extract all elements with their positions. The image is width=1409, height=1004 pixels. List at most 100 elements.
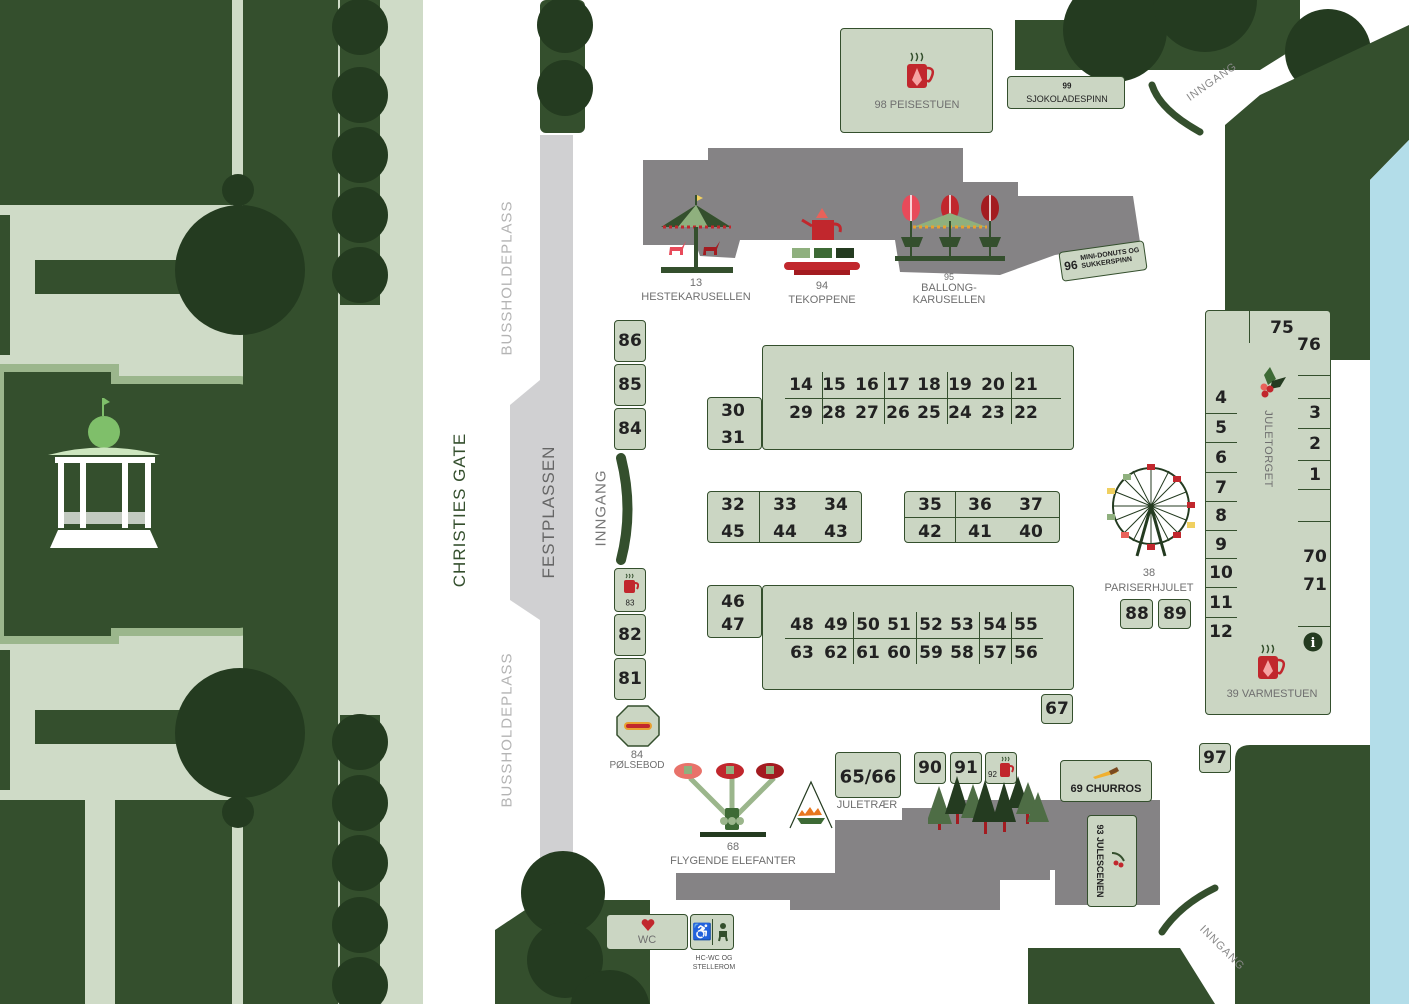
stall-81[interactable]: 81 bbox=[614, 658, 646, 700]
stall-number: 41 bbox=[968, 522, 992, 542]
stall-number: 50 bbox=[856, 615, 880, 635]
stall-number: 12 bbox=[1209, 622, 1233, 642]
stall-30-31[interactable]: 30 31 bbox=[707, 397, 762, 450]
ferris-wheel-icon bbox=[1107, 464, 1195, 557]
stall-number: 51 bbox=[887, 615, 911, 635]
stall-82[interactable]: 82 bbox=[614, 614, 646, 656]
stall-number: 85 bbox=[618, 375, 642, 395]
pariserhjulet-number: 38 bbox=[1142, 567, 1156, 579]
minidonuts-number: 96 bbox=[1063, 257, 1079, 274]
peisestuen[interactable]: 98 PEISESTUEN bbox=[840, 28, 993, 133]
stall-number: 24 bbox=[948, 403, 972, 423]
juletraer-stall-65-66[interactable]: 65/66 bbox=[835, 752, 901, 798]
street-christies-gate: CHRISTIES GATE bbox=[450, 432, 469, 588]
stall-number: 7 bbox=[1215, 478, 1227, 498]
stall-number: 91 bbox=[954, 758, 978, 778]
hot-cup-icon bbox=[1000, 756, 1015, 777]
stall-number: 9 bbox=[1215, 535, 1227, 555]
holly-icon bbox=[1111, 852, 1125, 868]
stall-number: 40 bbox=[1019, 522, 1043, 542]
stall-block-35-42[interactable]: 35 36 37 42 41 40 bbox=[904, 491, 1060, 543]
wc-label: WC bbox=[637, 934, 657, 946]
churros[interactable]: 69 CHURROS bbox=[1060, 760, 1152, 802]
juletorget-label: JULETORGET bbox=[1262, 410, 1274, 488]
stall-number: 35 bbox=[918, 495, 942, 515]
park-trees bbox=[175, 0, 388, 1004]
stall-86[interactable]: 86 bbox=[614, 320, 646, 362]
entrance-arch-se bbox=[1158, 884, 1219, 936]
stall-number: 44 bbox=[773, 522, 797, 542]
stall-92[interactable]: 92 bbox=[985, 752, 1017, 784]
stall-number: 25 bbox=[917, 403, 941, 423]
stall-89[interactable]: 89 bbox=[1158, 599, 1191, 629]
stall-90[interactable]: 90 bbox=[914, 752, 946, 784]
stall-number: 49 bbox=[824, 615, 848, 635]
hestekarusellen-name: HESTEKARUSELLEN bbox=[641, 291, 751, 303]
julescenen[interactable]: 93 JULESCENEN bbox=[1087, 815, 1137, 907]
stall-number: 32 bbox=[721, 495, 745, 515]
julescenen-label: 93 JULESCENEN bbox=[1095, 824, 1105, 898]
stall-46-47[interactable]: 46 47 bbox=[707, 585, 762, 638]
stall-number: 60 bbox=[887, 643, 911, 663]
stall-block-32-45[interactable]: 32 33 34 45 44 43 bbox=[707, 491, 862, 543]
entrance-west-label: INNGANG bbox=[592, 469, 610, 547]
stall-number: 71 bbox=[1303, 575, 1327, 595]
holly-icon bbox=[1260, 367, 1286, 398]
stall-number: 58 bbox=[950, 643, 974, 663]
stall-block-14-29[interactable]: 14 15 16 17 18 19 20 21 29 28 27 26 25 2… bbox=[762, 345, 1074, 450]
stall-97[interactable]: 97 bbox=[1199, 743, 1231, 773]
stall-number: 63 bbox=[790, 643, 814, 663]
stall-number: 48 bbox=[790, 615, 814, 635]
info-icon[interactable]: i bbox=[1303, 632, 1323, 652]
stall-number: 26 bbox=[886, 403, 910, 423]
stall-number: 75 bbox=[1270, 318, 1294, 338]
ballongkarusellen-name-2: KARUSELLEN bbox=[912, 294, 986, 306]
svg-text:i: i bbox=[1311, 636, 1316, 651]
stall-number: 30 bbox=[721, 401, 745, 421]
stall-88[interactable]: 88 bbox=[1120, 599, 1153, 629]
wc[interactable]: WC bbox=[606, 914, 688, 950]
stall-91[interactable]: 91 bbox=[950, 752, 982, 784]
stall-number: 47 bbox=[721, 615, 745, 635]
entrance-arch-ne bbox=[1148, 81, 1204, 136]
polsebod-name: PØLSEBOD bbox=[609, 760, 665, 771]
stall-number: 37 bbox=[1019, 495, 1043, 515]
stall-number: 3 bbox=[1309, 403, 1321, 423]
hot-cup-icon bbox=[1258, 644, 1286, 679]
hc-wc[interactable]: ♿ bbox=[690, 914, 734, 950]
stall-85[interactable]: 85 bbox=[614, 364, 646, 406]
stall-number: 54 bbox=[983, 615, 1007, 635]
stall-number: 21 bbox=[1014, 375, 1038, 395]
juletorget[interactable]: 4 5 6 7 8 9 10 11 12 75 76 3 2 1 70 71 J… bbox=[1205, 310, 1331, 715]
balloon-carousel-icon bbox=[895, 195, 1005, 261]
stall-number: 92 bbox=[988, 770, 997, 779]
stall-block-48-63[interactable]: 48 49 50 51 52 53 54 55 63 62 61 60 59 5… bbox=[762, 585, 1074, 690]
stall-84[interactable]: 84 bbox=[614, 408, 646, 450]
minidonuts-label: MINI-DONUTS OG SUKKERSPINN bbox=[1079, 246, 1140, 271]
bus-stop-bottom: BUSSHOLDEPLASS bbox=[498, 652, 516, 808]
christmas-trees-icon bbox=[928, 776, 1049, 834]
stall-number: 18 bbox=[917, 375, 941, 395]
wheelchair-icon: ♿ bbox=[692, 924, 712, 941]
area-festplassen: FESTPLASSEN bbox=[539, 445, 558, 579]
baby-icon bbox=[718, 923, 728, 942]
stall-number: 10 bbox=[1209, 563, 1233, 583]
stall-number: 16 bbox=[855, 375, 879, 395]
stall-number: 53 bbox=[950, 615, 974, 635]
sjokoladespinn-label: SJOKOLADESPINN bbox=[1026, 94, 1108, 104]
peisestuen-label: 98 PEISESTUEN bbox=[874, 99, 960, 111]
flying-elephants-icon bbox=[674, 763, 784, 837]
stall-number: 29 bbox=[789, 403, 813, 423]
stall-number: 70 bbox=[1303, 547, 1327, 567]
campfire-icon bbox=[789, 780, 833, 829]
sjokoladespinn[interactable]: 99 SJOKOLADESPINN bbox=[1007, 76, 1125, 109]
stall-number: 27 bbox=[855, 403, 879, 423]
stall-67[interactable]: 67 bbox=[1041, 694, 1073, 724]
stall-number: 45 bbox=[721, 522, 745, 542]
stall-number: 62 bbox=[824, 643, 848, 663]
stall-number: 17 bbox=[886, 375, 910, 395]
stall-number: 86 bbox=[618, 331, 642, 351]
entrance-arch-west bbox=[616, 453, 633, 565]
stall-number: 43 bbox=[824, 522, 848, 542]
stall-83[interactable]: 83 bbox=[614, 568, 646, 612]
